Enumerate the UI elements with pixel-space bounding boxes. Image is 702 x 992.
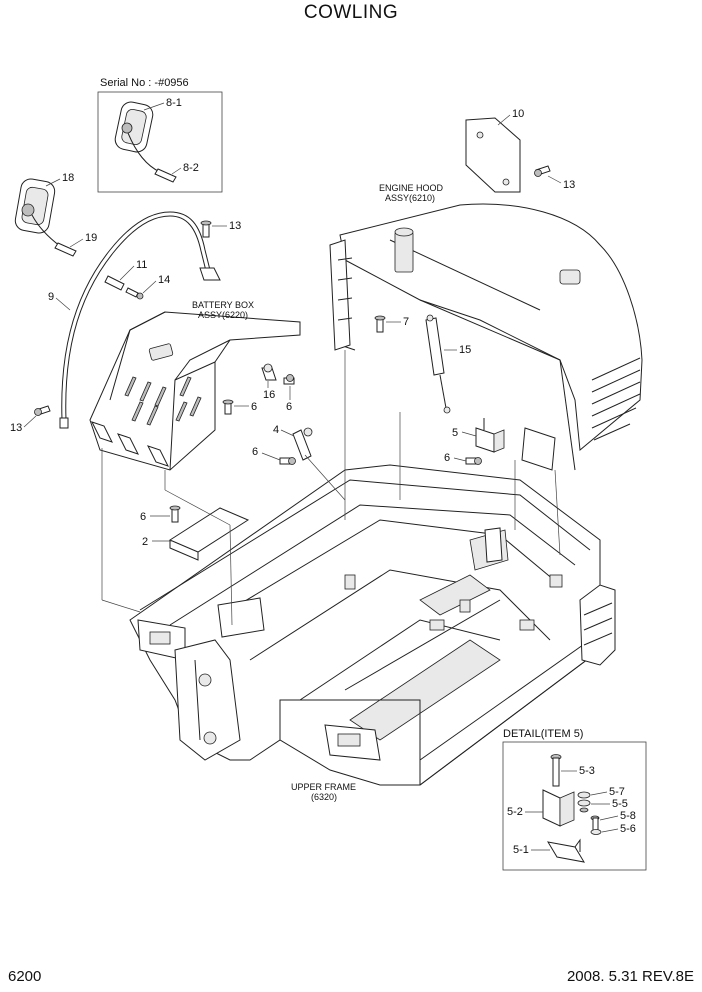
label-11: 11 [136,259,147,271]
label-6-battery: 6 [286,401,292,413]
bolt-13-cover-icon [534,165,551,177]
battery-box [89,311,301,471]
label-7: 7 [403,316,409,328]
bolt-6-plate-icon [169,505,181,523]
serial-note: Serial No : -#0956 [100,77,189,89]
battery-box-label-1: BATTERY BOX [192,300,254,310]
battery-box-vents [124,376,202,426]
page-number: 6200 [8,968,42,985]
label-6-plate: 6 [140,511,146,523]
upper-frame [129,464,616,786]
engine-hood-vents [591,357,641,441]
label-5-5: 5-5 [612,798,628,810]
label-6-bracket5: 6 [444,452,450,464]
bracket-4-icon [292,427,313,461]
detail-bolt-5-8-icon [590,815,602,835]
label-8-2: 8-2 [183,162,199,174]
label-4: 4 [273,424,279,436]
label-8-1: 8-1 [166,97,182,109]
label-13-cover: 13 [563,179,575,191]
label-5-3: 5-3 [579,765,595,777]
upper-frame-label-1: UPPER FRAME [291,782,356,792]
label-18: 18 [62,172,74,184]
bolt-6-boxside-icon [222,399,234,415]
bolt-13-left-icon [34,405,51,416]
cover-10-icon [465,117,521,193]
label-14: 14 [158,274,170,286]
battery-box-label-2: ASSY(6220) [198,310,248,320]
plate-2-icon [168,507,250,561]
bolt-6-battery-icon [283,374,295,385]
label-15: 15 [459,344,471,356]
pin-11-icon [104,275,125,291]
label-6-bracket4: 6 [252,446,258,458]
label-5-2: 5-2 [507,806,523,818]
mirror-18-icon [14,178,77,257]
bolt-13-upper-icon [200,220,212,238]
detail-bracket-5-2-icon [542,789,575,827]
bolt-14-icon [125,287,144,300]
engine-hood [329,203,643,471]
label-2: 2 [142,536,148,548]
serial-inset-box [97,91,223,193]
detail-plate-5-1-icon [547,838,585,863]
label-6-boxside: 6 [251,401,257,413]
bolt-7-icon [374,315,386,333]
label-13-left: 13 [10,422,22,434]
detail-item-5: DETAIL(ITEM 5) 5-3 5-7 5-5 5-2 [502,728,647,871]
label-19: 19 [85,232,97,244]
mirror-8-icon [114,101,177,183]
revision-date: 2008. 5.31 REV.8E [566,968,694,985]
assembly-leader-lines [101,350,561,626]
upper-frame-label-2: (6320) [311,792,337,802]
label-5: 5 [452,427,458,439]
detail-box [502,741,647,871]
gas-spring-15-icon [425,314,451,414]
bolt-6-bracket5-icon [465,457,482,465]
page-title: COWLING [303,2,399,23]
label-9: 9 [48,291,54,303]
detail-bolt-5-3-icon [550,754,562,787]
label-5-6: 5-6 [620,823,636,835]
label-5-7: 5-7 [609,786,625,798]
engine-hood-label-1: ENGINE HOOD [379,183,444,193]
serial-inset: Serial No : -#0956 8-1 8-2 [97,77,223,193]
label-13-upper: 13 [229,220,241,232]
detail-title: DETAIL(ITEM 5) [503,728,583,740]
mirror-stay-9 [59,211,221,429]
engine-hood-label-2: ASSY(6210) [385,193,435,203]
bolt-6-bracket4-icon [279,457,296,465]
clip-16-icon [261,363,277,381]
label-5-1: 5-1 [513,844,529,856]
label-16: 16 [263,389,275,401]
label-5-8: 5-8 [620,810,636,822]
detail-washers-icon [577,791,591,813]
label-10: 10 [512,108,524,120]
bracket-5-icon [475,418,505,453]
